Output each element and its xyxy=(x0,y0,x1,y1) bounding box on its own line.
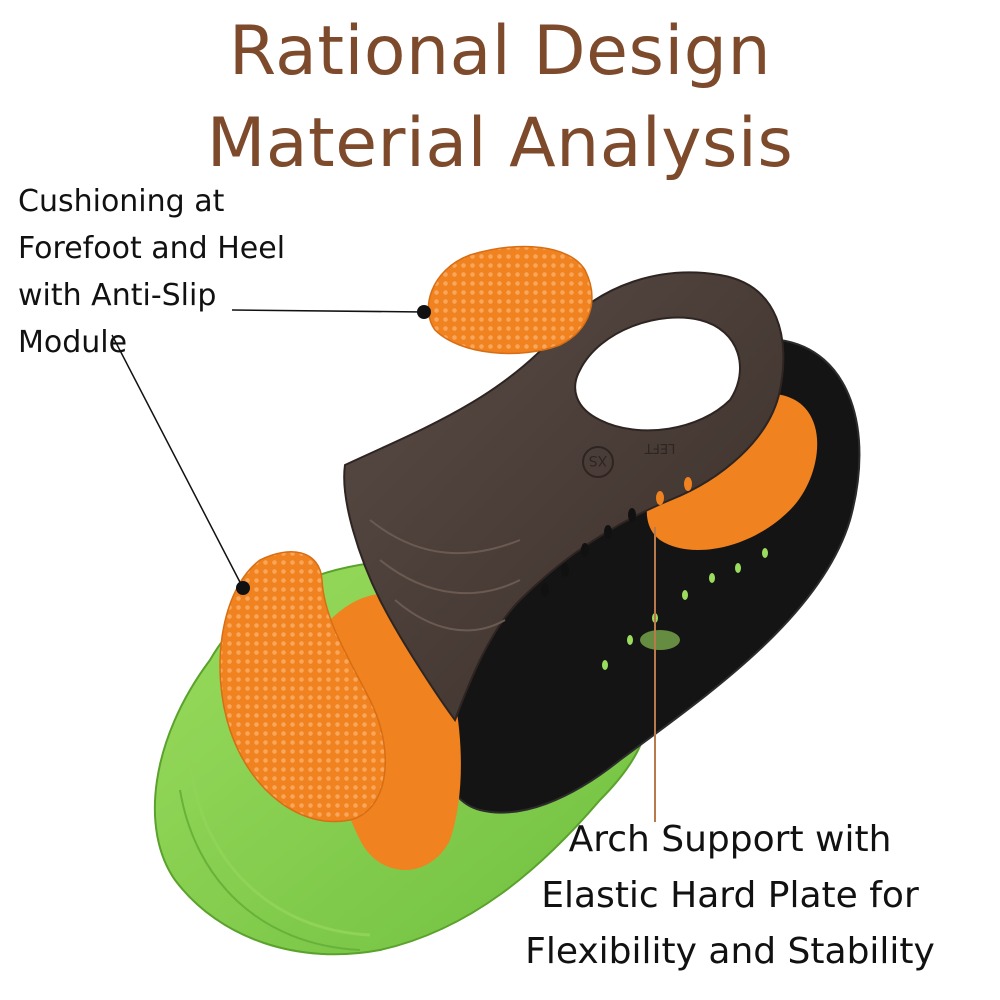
callout-arch-line: Elastic Hard Plate for xyxy=(541,875,919,916)
callout-leader-lines xyxy=(111,305,662,822)
heel-cushion-module xyxy=(427,245,593,355)
title-line-1: Rational Design xyxy=(228,12,772,91)
callout-cushioning-line: with Anti-Slip xyxy=(18,278,217,313)
callout-cushioning: Cushioning at Forefoot and Heel with Ant… xyxy=(18,178,348,366)
size-badge-icon xyxy=(582,446,614,478)
side-label-text: LEFT xyxy=(645,440,676,455)
page-title: Rational Design Material Analysis xyxy=(0,6,1000,190)
callout-arch-line: Flexibility and Stability xyxy=(525,931,935,972)
callout-cushioning-line: Cushioning at xyxy=(18,184,225,219)
callout-arch-support: Arch Support with Elastic Hard Plate for… xyxy=(480,812,980,980)
vent-holes xyxy=(541,477,692,597)
forefoot-cushion-module xyxy=(219,551,386,823)
callout-arch-line: Arch Support with xyxy=(568,819,892,860)
callout-cushioning-line: Module xyxy=(18,325,128,360)
callout-cushioning-line: Forefoot and Heel xyxy=(18,231,286,266)
heel-cup-opening xyxy=(574,316,741,432)
heel-pad-orange xyxy=(646,393,818,550)
size-badge-text: XS xyxy=(589,452,608,468)
title-line-2: Material Analysis xyxy=(206,104,794,183)
